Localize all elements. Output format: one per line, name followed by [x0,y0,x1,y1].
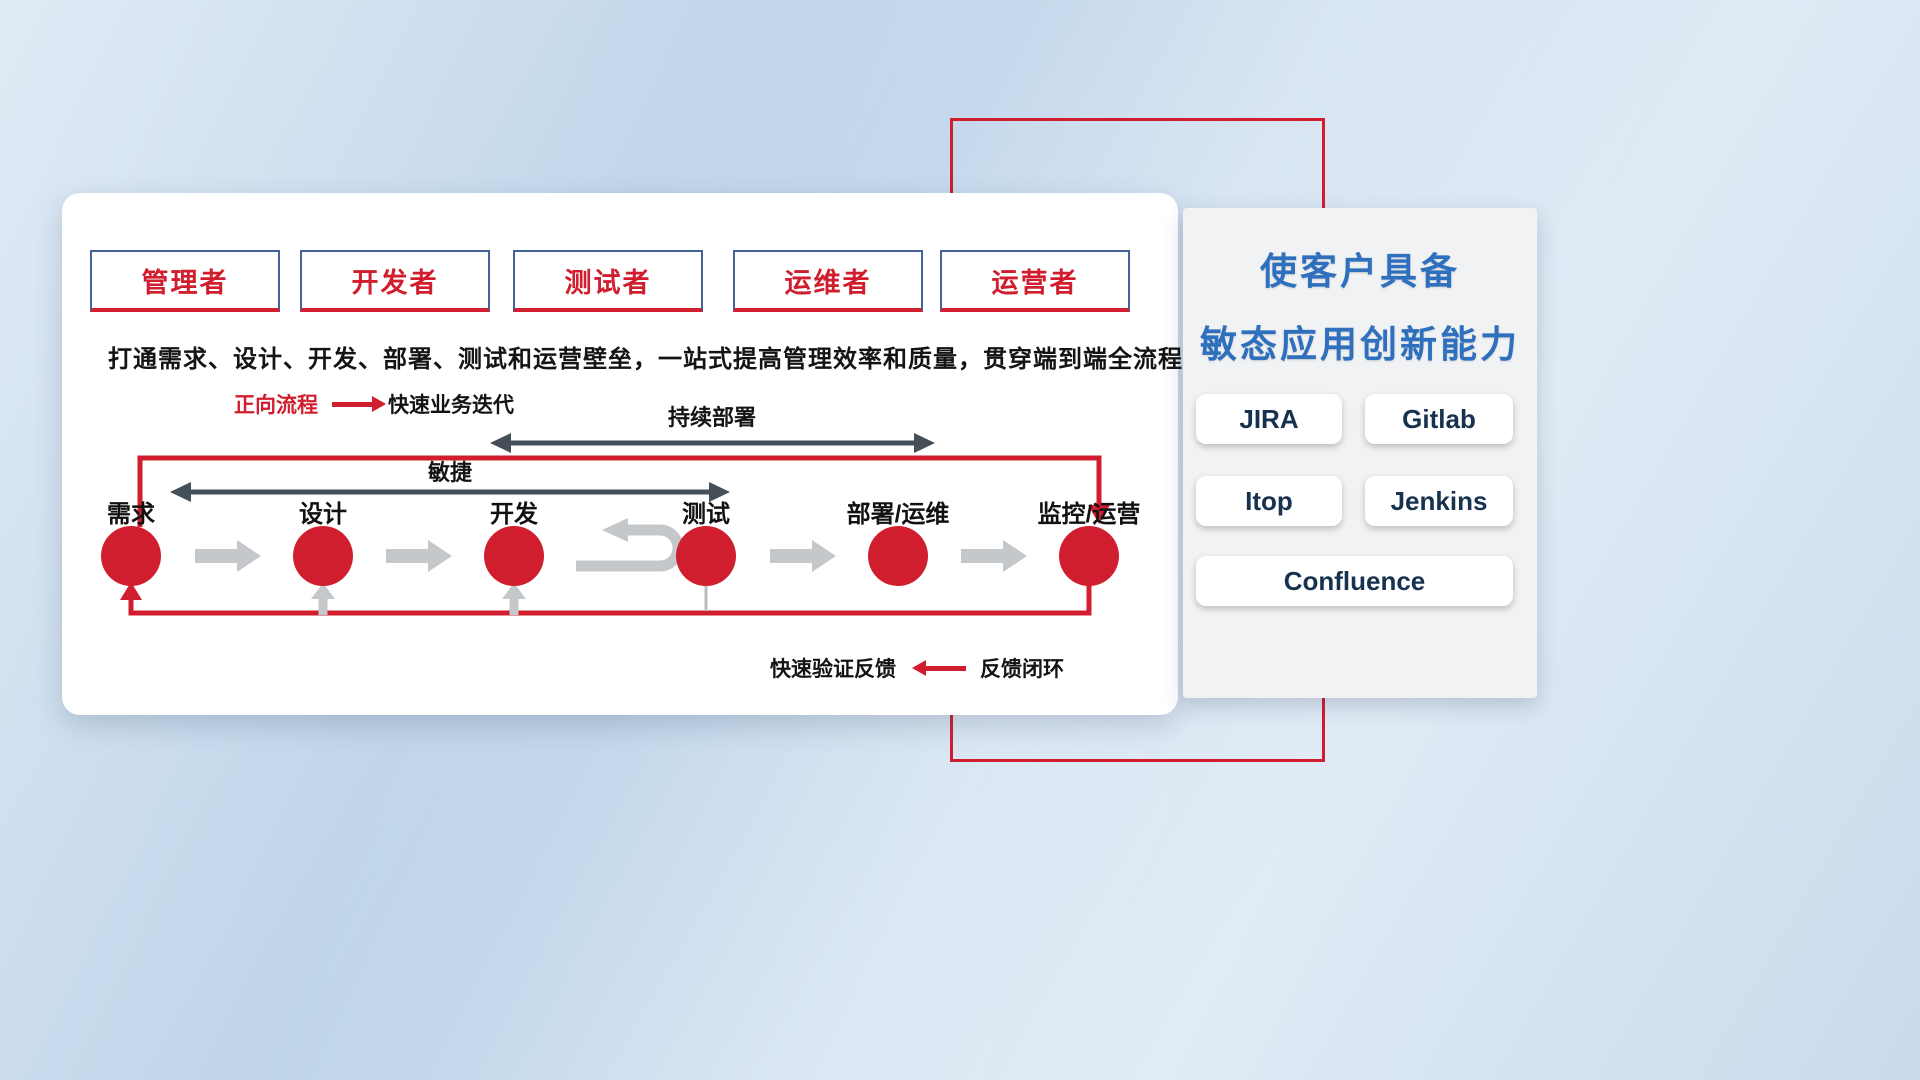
panel-title-line1: 使客户具备 [1260,251,1460,292]
flow-diagram [101,433,1119,616]
flow-description: 打通需求、设计、开发、部署、测试和运营壁垒，一站式提高管理效率和质量，贯穿端到端… [108,346,1183,373]
feedback-up-arrow-icon [502,583,526,615]
iterate-loop-arrow-icon [576,518,684,572]
agile-arrow [170,482,730,502]
role-box-operator: 运营者 [940,250,1130,312]
role-box-manager: 管理者 [90,250,280,312]
continuous-deployment-arrow [490,433,935,453]
forward-arrow-icon [332,395,386,412]
legend-forward: 正向流程 快速业务迭代 [234,389,514,419]
tool-jira: JIRA [1196,394,1342,444]
flow-arrow-icon [386,540,452,572]
label-agile: 敏捷 [427,460,473,485]
flow-arrow-icon [770,540,836,572]
legend-feedback-value: 反馈闭环 [980,658,1064,681]
role-box-operations: 运维者 [733,250,923,312]
feedback-up-arrow-icon [311,583,335,615]
tool-itop: Itop [1196,476,1342,526]
tool-jenkins: Jenkins [1365,476,1513,526]
devops-flow-card: 管理者 开发者 测试者 运维者 运营者 打通需求、设计、开发、部署、测试和运营壁… [62,193,1182,715]
feedback-loop-line [120,582,1092,616]
stage-label-requirements: 需求 [107,501,155,528]
stage-label-monitor-ops: 监控/运营 [1037,501,1141,528]
stage-label-design: 设计 [299,501,347,528]
legend-feedback: 快速验证反馈 反馈闭环 [770,653,1064,683]
flow-arrow-icon [195,540,261,572]
tool-confluence: Confluence [1196,556,1513,606]
stage-circles [101,526,1119,586]
capability-panel: 使客户具备 敏态应用创新能力 JIRA Gitlab Itop Jenkins … [1183,208,1537,698]
label-continuous-deployment: 持续部署 [667,405,757,430]
forward-loop-line [137,455,1110,527]
stage-label-deploy-ops: 部署/运维 [846,501,950,528]
legend-forward-value: 快速业务迭代 [388,394,514,417]
feedback-arrow-icon [912,659,966,676]
role-box-developer: 开发者 [300,250,490,312]
legend-forward-label: 正向流程 [234,394,318,417]
panel-title-line2: 敏态应用创新能力 [1200,324,1520,365]
flow-arrow-icon [961,540,1027,572]
stage-label-testing: 测试 [682,501,730,528]
stage-label-development: 开发 [490,501,538,528]
legend-feedback-label: 快速验证反馈 [770,658,896,681]
role-box-tester: 测试者 [513,250,703,312]
tool-gitlab: Gitlab [1365,394,1513,444]
